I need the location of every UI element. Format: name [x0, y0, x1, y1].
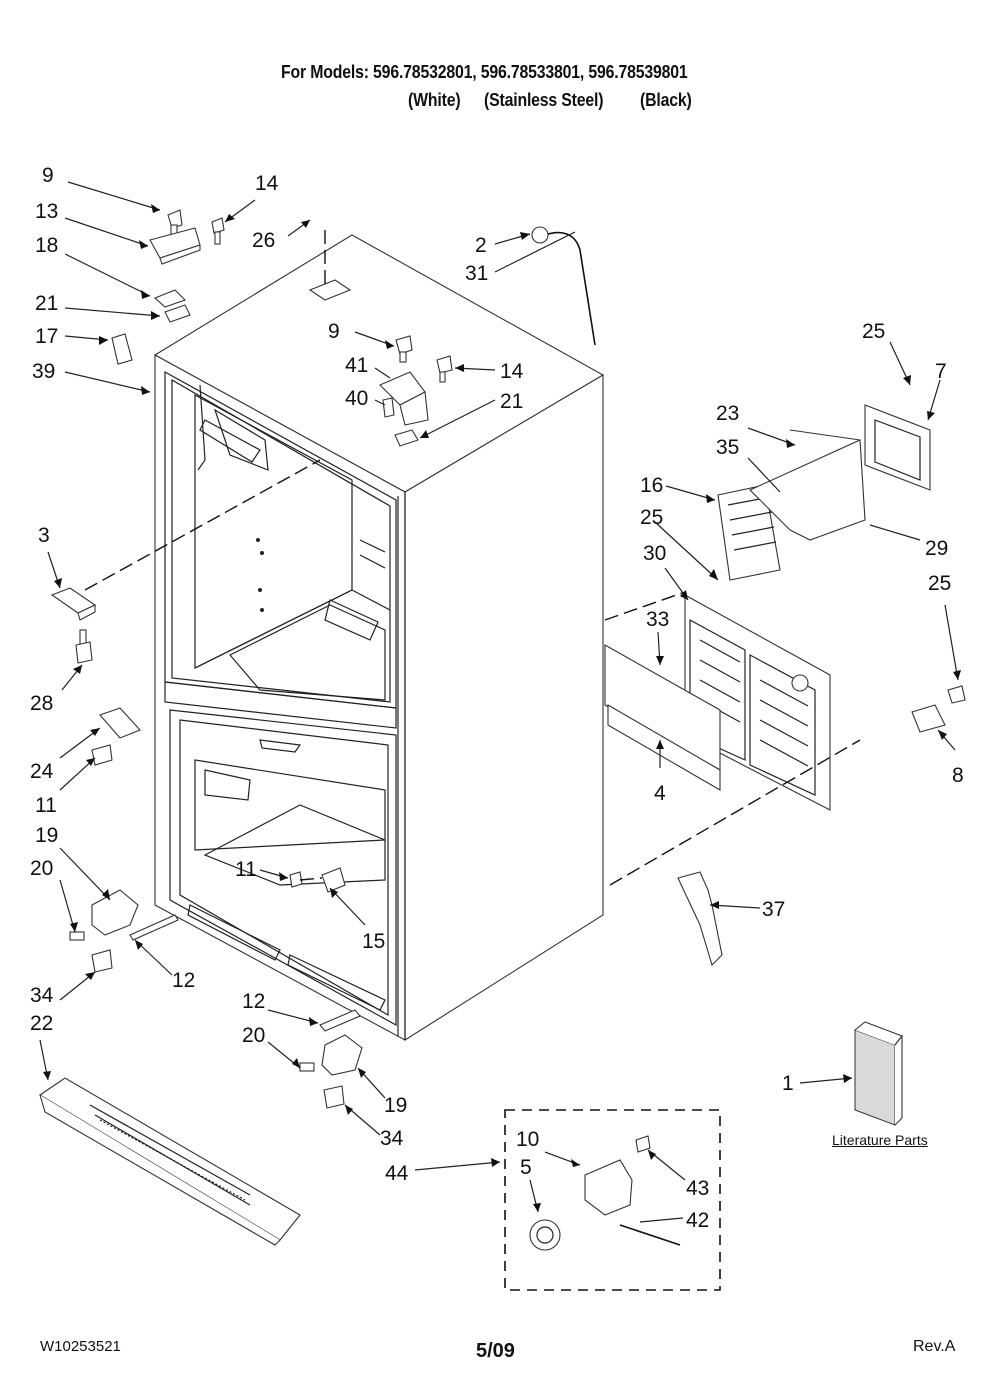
callout-18: 18	[35, 234, 58, 257]
rear-access-panel	[684, 594, 831, 811]
callout-7: 7	[935, 360, 947, 383]
kit-44-box	[504, 1109, 721, 1291]
top-vent-plate	[308, 279, 352, 301]
front-right-leveling-leg	[299, 1009, 363, 1109]
callout-31: 31	[465, 262, 488, 285]
callout-labels: 9 14 13 26 18 2 31 21 17 9 39 41 14 40 2…	[30, 164, 964, 1232]
callout-23: 23	[716, 402, 739, 425]
callout-34: 34	[30, 984, 54, 1007]
callout-35: 35	[716, 436, 739, 459]
callout-13: 13	[35, 200, 58, 223]
callout-11b: 11	[235, 858, 257, 881]
callout-9b: 9	[328, 320, 340, 343]
literature-booklet	[854, 1021, 903, 1126]
callout-19: 19	[35, 824, 58, 847]
callout-15: 15	[362, 930, 385, 953]
callout-17: 17	[35, 325, 58, 348]
water-line-tube	[531, 226, 596, 346]
print-date: 5/09	[476, 1340, 515, 1362]
doc-number: W10253521	[40, 1338, 121, 1355]
literature-parts-label: Literature Parts	[832, 1132, 928, 1148]
callout-19b: 19	[384, 1094, 407, 1117]
refrigerator-cabinet	[153, 234, 605, 1041]
callout-43: 43	[686, 1177, 709, 1200]
top-center-hinge-assembly	[379, 335, 453, 447]
callout-12: 12	[172, 969, 195, 992]
callout-8: 8	[952, 764, 964, 787]
handle-tool	[677, 871, 723, 967]
callout-11: 11	[35, 794, 57, 817]
callout-1: 1	[782, 1072, 794, 1095]
callout-24: 24	[30, 760, 54, 783]
projection-line-3	[84, 459, 321, 591]
callout-30: 30	[643, 542, 666, 565]
callout-5: 5	[520, 1156, 532, 1179]
callout-42: 42	[686, 1209, 709, 1232]
leader-lines	[39, 181, 961, 1223]
callout-16: 16	[640, 474, 663, 497]
callout-10: 10	[516, 1128, 539, 1151]
variant-white: (White)	[408, 90, 461, 110]
callout-12b: 12	[242, 990, 265, 1013]
callout-2: 2	[475, 234, 487, 257]
callout-3: 3	[38, 524, 50, 547]
callout-9: 9	[42, 164, 54, 187]
revision: Rev.A	[913, 1338, 956, 1355]
filter-panel	[604, 644, 721, 791]
freezer-bracket	[289, 867, 346, 893]
callout-44: 44	[385, 1162, 409, 1185]
callout-41: 41	[345, 354, 368, 377]
control-board	[717, 404, 931, 581]
clip-8	[911, 685, 966, 733]
callout-22: 22	[30, 1012, 53, 1035]
callout-33: 33	[646, 608, 669, 631]
variant-stainless: (Stainless Steel)	[484, 90, 604, 110]
callout-26: 26	[252, 229, 275, 252]
callout-29: 29	[925, 537, 948, 560]
top-left-hinge-assembly	[111, 209, 225, 365]
callout-34b: 34	[380, 1127, 404, 1150]
callout-20b: 20	[242, 1024, 265, 1047]
front-left-leveling-leg	[69, 889, 179, 973]
callout-4: 4	[654, 782, 666, 805]
callout-28: 28	[30, 692, 53, 715]
callout-39: 39	[32, 360, 55, 383]
callout-21b: 21	[500, 390, 523, 413]
variant-black: (Black)	[640, 90, 692, 110]
callout-25b: 25	[640, 506, 663, 529]
callout-20: 20	[30, 857, 53, 880]
callout-21: 21	[35, 292, 58, 315]
left-side-parts	[50, 587, 141, 766]
callout-14b: 14	[500, 360, 524, 383]
kit-44-parts	[529, 1135, 681, 1251]
models-line: For Models: 596.78532801, 596.78533801, …	[281, 62, 688, 82]
callout-25: 25	[862, 320, 885, 343]
callout-40: 40	[345, 387, 368, 410]
base-grille	[38, 1077, 301, 1246]
callout-14: 14	[255, 172, 279, 195]
callout-37: 37	[762, 898, 785, 921]
projection-line-1	[604, 591, 686, 621]
projection-line-2	[609, 739, 861, 886]
callout-25c: 25	[928, 572, 951, 595]
